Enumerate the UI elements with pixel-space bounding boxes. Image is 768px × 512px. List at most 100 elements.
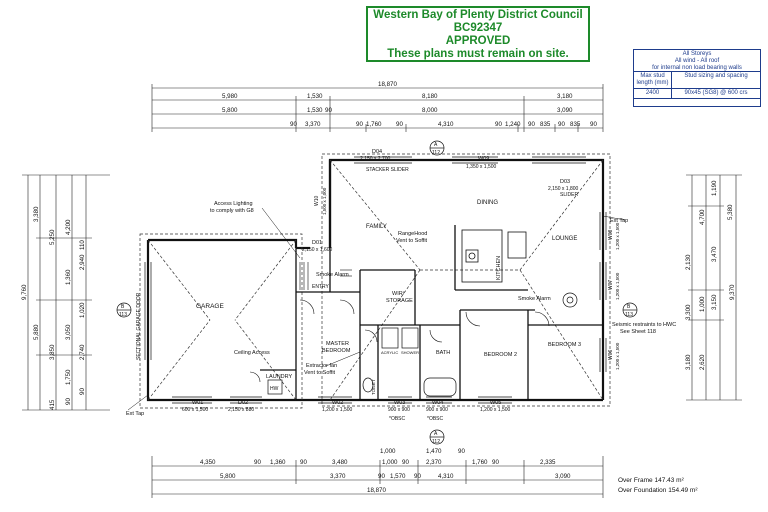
room-lounge: LOUNGE xyxy=(552,236,577,242)
tag-w06: W06 xyxy=(608,350,614,361)
room-bedroom-2: BEDROOM 2 xyxy=(484,352,517,358)
tag-d04-size: 2,150 x 2,700 xyxy=(360,156,391,162)
note-access-lighting-2: to comply with G8 xyxy=(210,208,254,214)
dim-bot-r1-9: 90 xyxy=(492,459,499,466)
dim-bot-overall: 18,870 xyxy=(367,487,386,494)
dim-bot-r2-6: 3,090 xyxy=(555,473,571,480)
dim-left-c3-4: 90 xyxy=(65,398,72,405)
dim-left-c4-2: 2,740 xyxy=(79,344,86,360)
dim-top-r4-4: 90 xyxy=(396,121,403,128)
dim-bot-r1-2: 1,360 xyxy=(270,459,286,466)
dim-bot-r2-2: 90 xyxy=(378,473,385,480)
note-shower: SHOWER xyxy=(401,350,419,355)
dim-right-c2-0: 4,700 xyxy=(699,209,706,225)
note-extractor-2: Vent to Soffit xyxy=(304,370,336,376)
dim-top-r4-6: 90 xyxy=(495,121,502,128)
section-left-number: 113 xyxy=(119,312,127,318)
dim-bot-r1-3: 90 xyxy=(300,459,307,466)
room-dining: DINING xyxy=(477,200,498,206)
bottom-dimensions xyxy=(151,456,604,498)
note-rangehood-2: Vent to Soffit xyxy=(396,238,428,244)
note-smoke-alarm-2: Smoke Alarm xyxy=(518,296,551,302)
stud-header-1: All Storeys xyxy=(682,51,712,57)
tag-w02: W02 xyxy=(332,400,343,406)
room-kitchen: KITCHEN xyxy=(496,256,502,280)
tag-w03-size: 900 x 900 xyxy=(388,407,410,413)
dim-bot-r3-2: 90 xyxy=(458,448,465,455)
exterior-walls xyxy=(146,158,605,402)
dim-bot-r1-10: 2,335 xyxy=(540,459,556,466)
section-marker-bottom xyxy=(429,429,445,445)
note-smoke-alarm-1: Smoke Alarm xyxy=(316,272,349,278)
dim-top-r3-1: 1,530 xyxy=(307,107,323,114)
stamp-consent-number: BC92347 xyxy=(453,22,503,34)
tag-d01-size: 2,150 x 1,600 xyxy=(302,247,333,253)
room-bath: BATH xyxy=(436,350,450,356)
section-right-number: 113 xyxy=(625,312,633,318)
note-sectional-door: SECTIONAL GARAGE DOOR xyxy=(136,292,142,360)
dim-top-overall: 18,870 xyxy=(378,81,397,88)
dim-top-r2-3: 3,180 xyxy=(557,93,573,100)
note-ext-tap-right: Ext Tap xyxy=(610,218,628,224)
stud-col2-head: Stud sizing and spacing xyxy=(672,72,760,89)
dim-left-c4-4: 110 xyxy=(79,240,86,250)
dim-bot-r1-5: 1,000 xyxy=(382,459,398,466)
section-marker-right xyxy=(622,302,638,318)
roof-lines xyxy=(139,153,611,409)
tag-w05-size: 1,200 x 1,500 xyxy=(480,407,511,413)
note-extractor-1: Extractor fan xyxy=(306,363,337,369)
area-over-foundation: Over Foundation 154.49 m² xyxy=(618,487,698,494)
note-slider: SLIDER xyxy=(560,192,578,198)
dim-right-overall: 9,370 xyxy=(729,284,736,300)
top-dimensions xyxy=(151,84,604,132)
dim-top-r3-3: 8,000 xyxy=(422,107,438,114)
stud-col1-head: Max stud length (mm) xyxy=(634,72,672,89)
tag-w02-size: 1,200 x 1,500 xyxy=(322,407,353,413)
dim-top-r4-11: 835 xyxy=(570,121,581,128)
note-access-lighting-1: Access Lighting xyxy=(214,201,253,207)
tag-w09: W09 xyxy=(478,156,489,162)
dim-right-c2-2: 2,620 xyxy=(699,354,706,370)
room-wir: WIR/ xyxy=(392,291,405,297)
room-bedroom-3: BEDROOM 3 xyxy=(548,342,581,348)
dim-left-c3-1: 1,360 xyxy=(65,269,72,285)
stamp-approved: APPROVED xyxy=(445,35,511,47)
stud-col1-val: 2400 xyxy=(634,89,672,99)
section-right-letter: B xyxy=(627,304,631,310)
dim-left-c3-3: 1,750 xyxy=(65,369,72,385)
tag-w01: W01 xyxy=(192,400,203,406)
section-top-number: 112 xyxy=(432,150,440,156)
dim-bot-r2-4: 90 xyxy=(414,473,421,480)
left-dimension-labels: 9,760 3,380 5,880 5,250 3,850 415 4,200 … xyxy=(21,206,86,410)
bottom-dimension-labels: 4,350 90 1,360 90 3,480 1,000 90 2,370 1… xyxy=(200,448,571,494)
dim-left-c4-3: 90 xyxy=(79,388,86,395)
dim-bot-r1-1: 90 xyxy=(254,459,261,466)
leader-lines xyxy=(127,207,626,411)
plan-notes: Access Lighting to comply with G8 Smoke … xyxy=(126,167,676,422)
dim-right-c1-1: 3,470 xyxy=(711,246,718,262)
room-storage: STORAGE xyxy=(386,298,413,304)
tag-w04: W04 xyxy=(432,400,443,406)
stamp-council: Western Bay of Plenty District Council xyxy=(373,9,583,21)
dim-top-r3-0: 5,800 xyxy=(222,107,238,114)
dim-left-c2-1: 3,850 xyxy=(49,344,56,360)
dim-right-c3-1: 5,380 xyxy=(727,204,734,220)
dim-bot-r2-3: 1,570 xyxy=(390,473,406,480)
right-dimension-labels: 9,370 1,190 3,470 3,150 3,180 4,700 1,00… xyxy=(685,180,736,370)
dim-bot-r1-4: 3,480 xyxy=(332,459,348,466)
note-obsc-2: *OBSC xyxy=(427,416,444,422)
room-labels: GARAGE FAMILY DINING KITCHEN LOUNGE WIR/… xyxy=(196,200,581,395)
section-bottom-number: 112 xyxy=(432,439,440,445)
note-ext-tap-left: Ext Tap xyxy=(126,411,144,417)
dim-left-c3-2: 3,050 xyxy=(65,324,72,340)
dim-top-r3-4: 3,090 xyxy=(557,107,573,114)
section-marker-top xyxy=(429,140,445,156)
stud-header-3: for internal non load bearing walls xyxy=(652,65,742,71)
dim-right-c3-0: 2,130 xyxy=(685,254,692,270)
section-bottom-letter: A xyxy=(434,431,438,437)
room-garage: GARAGE xyxy=(196,303,224,310)
dim-bot-r2-5: 4,310 xyxy=(438,473,454,480)
tag-w08-size: 1,200 x 1,500 xyxy=(615,222,620,250)
dim-top-r2-2: 8,180 xyxy=(422,93,438,100)
